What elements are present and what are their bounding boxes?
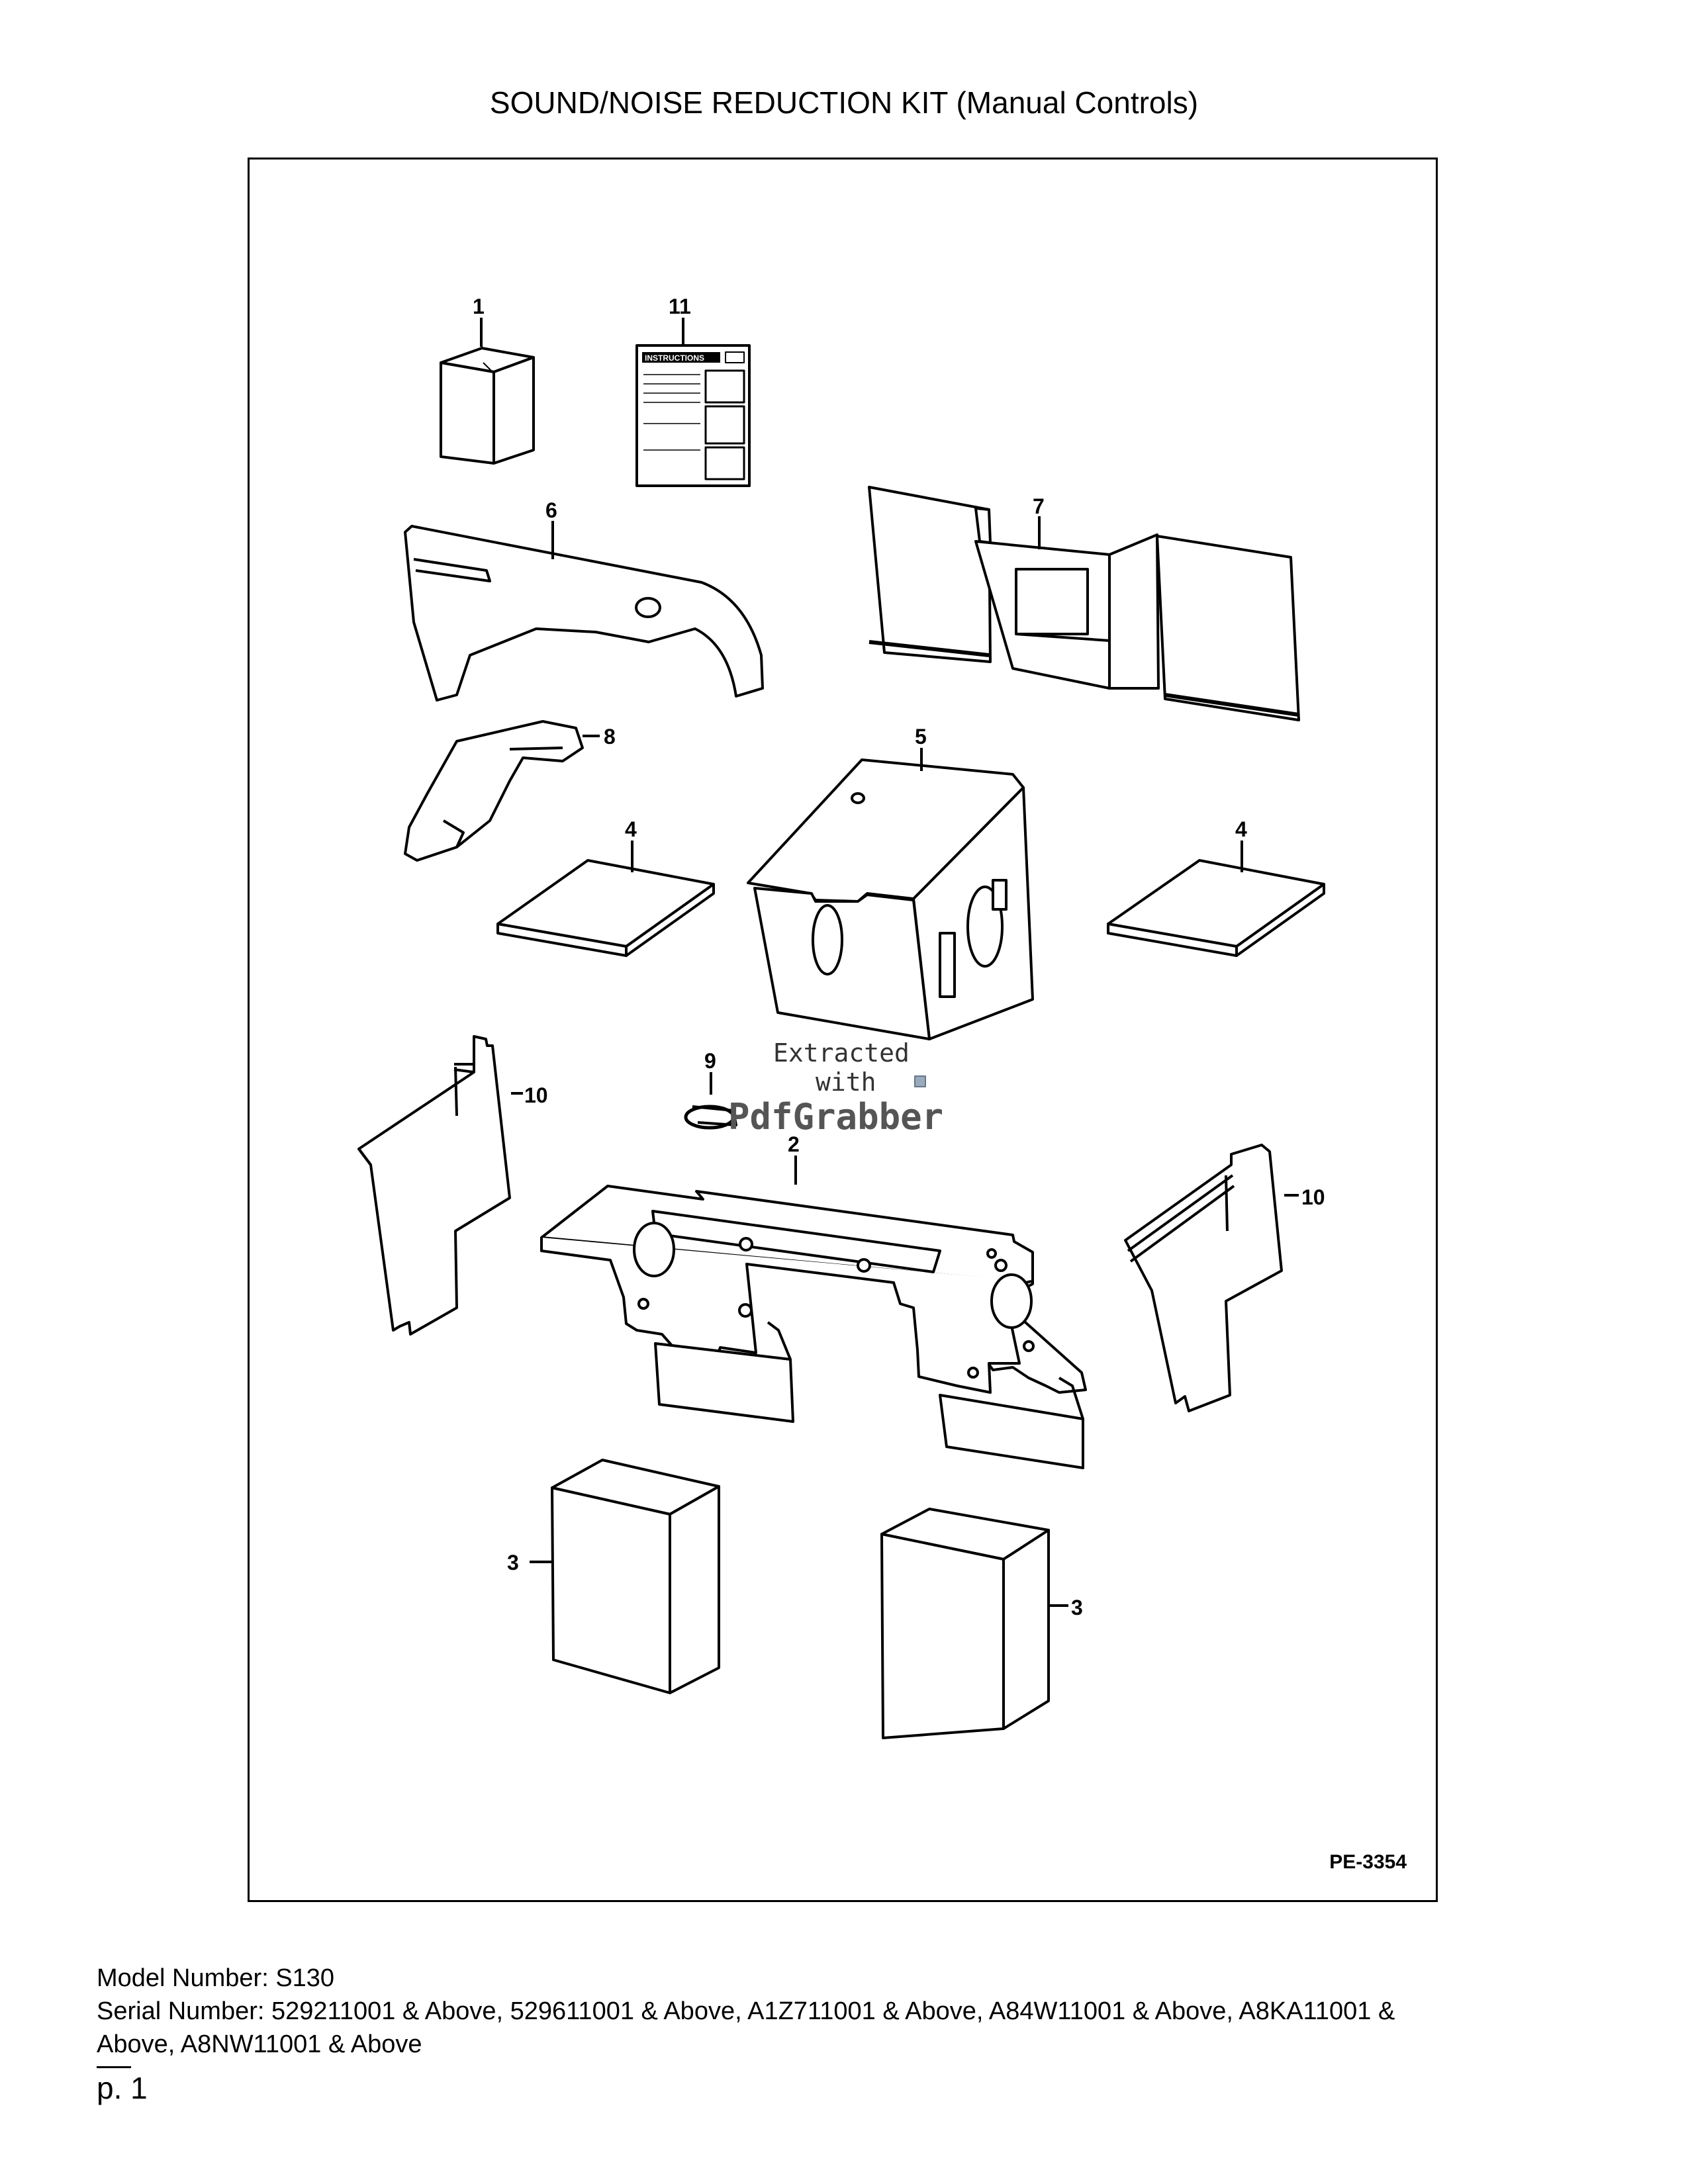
- watermark-line-1: Extracted: [773, 1038, 910, 1068]
- part-4-pad-right: [1107, 841, 1325, 957]
- part-10-side-panel-left: [357, 1035, 523, 1336]
- page-title: SOUND/NOISE REDUCTION KIT (Manual Contro…: [489, 85, 1199, 120]
- model-number: Model Number: S130: [97, 1964, 335, 1992]
- model-serial-info: Model Number: S130 Serial Number: 529211…: [97, 1962, 1619, 2061]
- callout-3-right: 3: [1071, 1596, 1083, 1619]
- watermark-logo-icon: [914, 1075, 926, 1087]
- part-3-block-left: [530, 1459, 720, 1694]
- part-11-instruction-sheet: INSTRUCTIONS: [635, 318, 751, 487]
- serial-number-line-1: Serial Number: 529211001 & Above, 529611…: [97, 1997, 1395, 2025]
- parts-diagram-frame: PE-3354: [248, 158, 1438, 1902]
- part-1-box: [440, 318, 535, 465]
- part-2-firewall-panel: [540, 1156, 1087, 1469]
- callout-4-right: 4: [1235, 817, 1247, 841]
- part-3-block-right: [880, 1508, 1068, 1739]
- callout-10-left: 10: [524, 1083, 548, 1107]
- callout-4-left: 4: [625, 817, 637, 841]
- callout-11: 11: [669, 295, 691, 318]
- callout-3-left: 3: [507, 1551, 519, 1574]
- footer-divider: [97, 2066, 131, 2068]
- figure-id: PE-3354: [1329, 1851, 1407, 1873]
- part-8-bracket-pad: [404, 720, 600, 862]
- callout-1: 1: [473, 295, 485, 318]
- watermark-line-2: with: [816, 1068, 876, 1097]
- part-10-side-panel-right: [1124, 1144, 1299, 1412]
- callout-5: 5: [915, 725, 927, 749]
- part-4-pad-left: [496, 841, 715, 957]
- page-number: p. 1: [97, 2071, 148, 2105]
- part-7-panel-assembly: [868, 486, 1300, 721]
- callout-9: 9: [704, 1049, 716, 1073]
- callout-6: 6: [545, 498, 557, 522]
- part-6-fender-liner: [404, 521, 764, 702]
- callout-10-right: 10: [1301, 1185, 1325, 1209]
- instruction-sheet-heading: INSTRUCTIONS: [645, 353, 704, 363]
- serial-number-line-2: Above, A8NW11001 & Above: [97, 2030, 422, 2058]
- part-9-strap-clip: [684, 1072, 737, 1130]
- callout-2: 2: [788, 1132, 800, 1156]
- part-5-housing-cover: [747, 748, 1034, 1040]
- callout-8: 8: [604, 725, 616, 749]
- callout-7: 7: [1033, 494, 1045, 518]
- watermark-line-3: PdfGrabber: [728, 1096, 943, 1138]
